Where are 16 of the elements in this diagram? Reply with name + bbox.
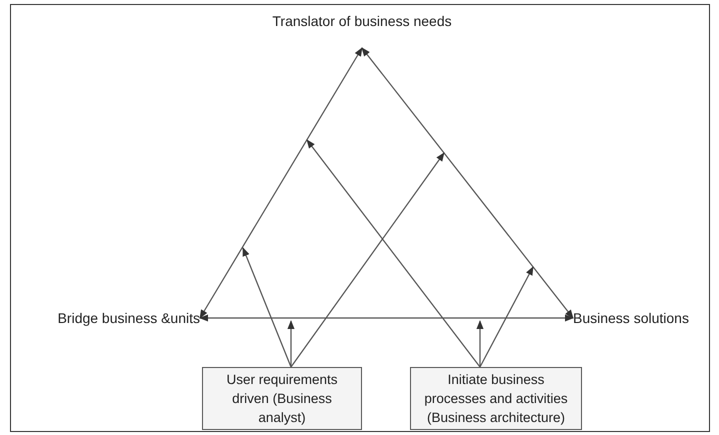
arrow (287, 320, 295, 367)
box-text: Initiate business processes and activities (Business architecture) (423, 371, 569, 427)
node-label: Bridge business &units (58, 309, 200, 327)
arrow (199, 314, 574, 322)
node-label: Translator of business needs (272, 12, 452, 30)
arrow (242, 247, 292, 368)
arrow (479, 266, 534, 368)
process-box (202, 367, 362, 430)
arrow (290, 152, 445, 368)
process-box (410, 367, 582, 430)
arrow (306, 139, 480, 368)
arrow (476, 320, 484, 367)
node-label: Business solutions (573, 309, 689, 327)
box-text: User requirements driven (Business analyst) (225, 371, 339, 427)
arrow (199, 47, 363, 319)
arrow (361, 47, 574, 319)
